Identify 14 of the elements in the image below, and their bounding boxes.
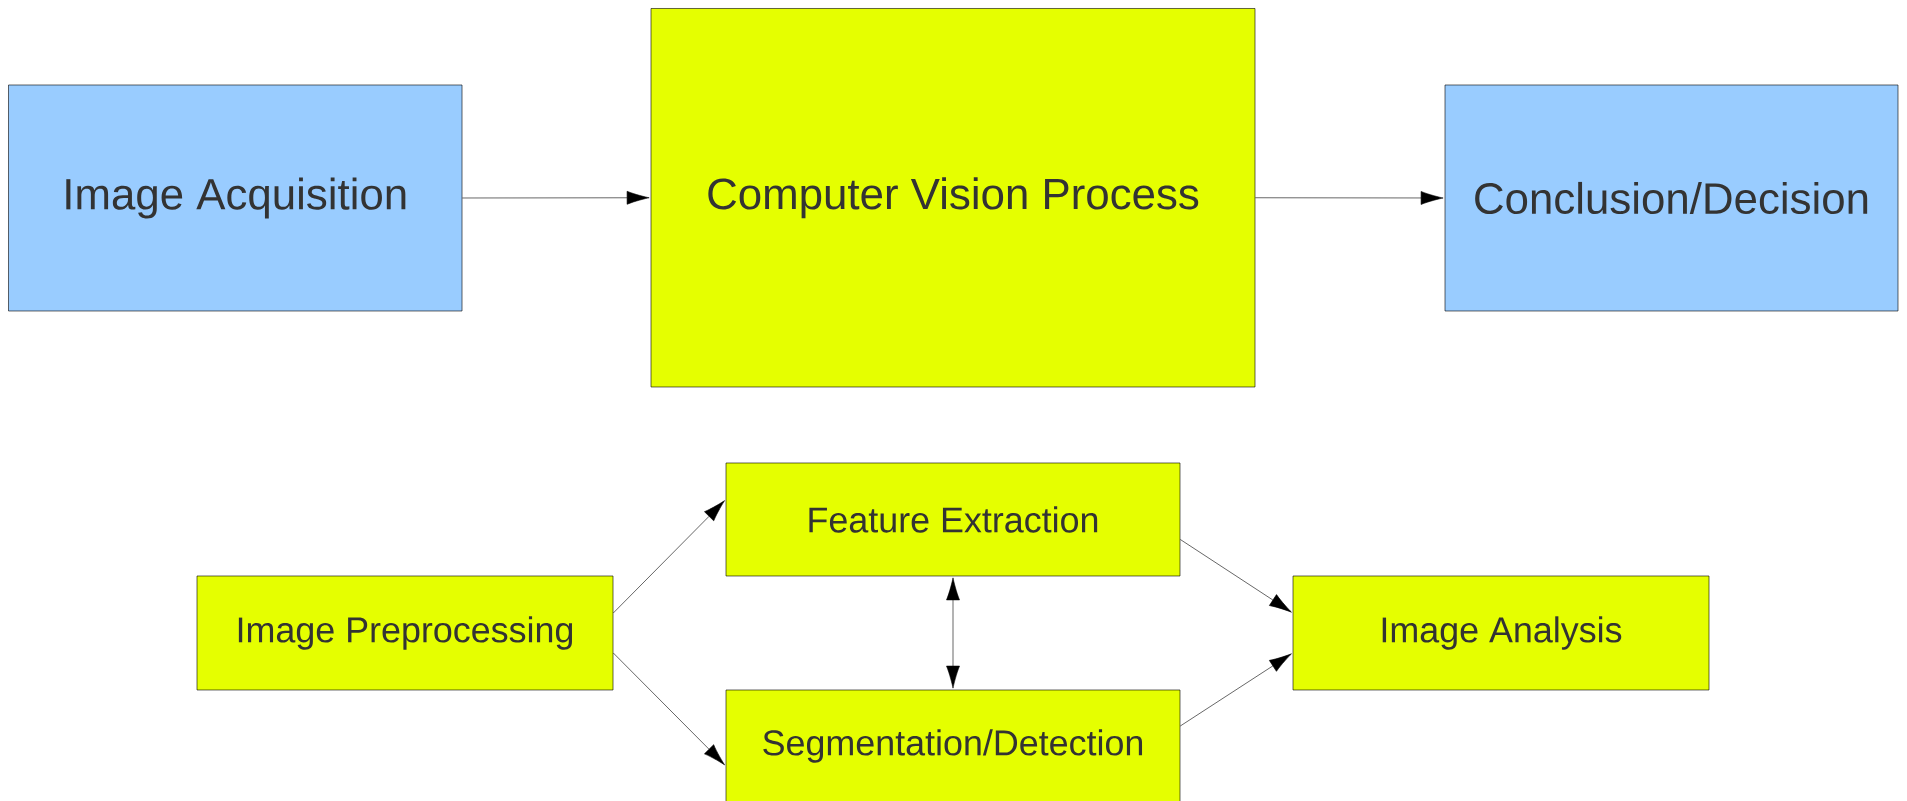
arrow — [1255, 191, 1444, 205]
process-box: Segmentation/Detection — [725, 689, 1181, 801]
process-box: Image Preprocessing — [196, 575, 614, 691]
arrow — [613, 652, 725, 766]
arrow — [946, 577, 960, 689]
process-box: Feature Extraction — [725, 462, 1181, 577]
process-box: Image Analysis — [1292, 575, 1710, 691]
arrow — [1180, 539, 1292, 613]
arrow — [1180, 653, 1292, 727]
process-box: Conclusion/Decision — [1444, 84, 1899, 312]
process-box: Image Acquisition — [8, 84, 463, 312]
arrow — [462, 190, 650, 205]
arrow — [613, 500, 725, 614]
process-box: Computer Vision Process — [650, 8, 1256, 388]
